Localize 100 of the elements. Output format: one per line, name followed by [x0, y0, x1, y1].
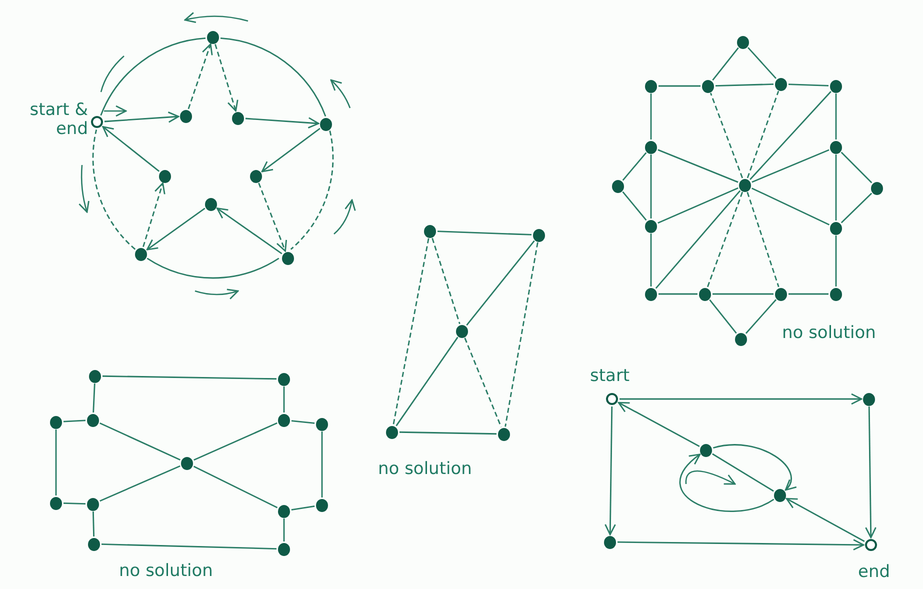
start-end-vertex [865, 539, 877, 551]
edge-line [283, 518, 285, 542]
graph-vertex [250, 170, 262, 182]
arrow [618, 402, 700, 448]
arrow [188, 43, 213, 110]
edge-line [835, 94, 837, 140]
caption-text: no solution [782, 324, 876, 343]
arrow [713, 444, 796, 491]
graph-vertex [830, 222, 842, 234]
graph-vertex [863, 392, 875, 406]
graph-vertex [645, 80, 657, 92]
edge-line [466, 240, 535, 326]
edge-line [100, 465, 180, 502]
edge-line [746, 90, 780, 178]
edge-line [840, 192, 872, 224]
graph-vertex [278, 414, 290, 426]
edge-line [709, 299, 737, 334]
edge-line [840, 152, 872, 184]
graph-vertex [775, 288, 787, 300]
vertex-label: end [858, 563, 892, 582]
graph-vertex [456, 324, 468, 338]
edge-line [283, 386, 285, 412]
vertex-label: start [590, 367, 631, 386]
edge-line [100, 422, 180, 461]
arrow [245, 117, 320, 128]
graph-vertex [282, 252, 294, 264]
edge-line [658, 149, 738, 183]
edge-line [101, 544, 277, 550]
graph-vertex [180, 110, 192, 122]
graph-vertex [50, 496, 62, 510]
edge-line [146, 258, 280, 278]
edge-line [748, 47, 776, 79]
graph-vertex [604, 536, 616, 548]
edge-line [622, 191, 647, 221]
edge-line [220, 38, 326, 117]
edge-line [788, 293, 828, 295]
edge-line [193, 466, 278, 508]
arrow [786, 498, 865, 542]
edge-line [464, 338, 502, 428]
arrow [865, 406, 876, 538]
graph-vertex [699, 288, 711, 300]
edge-line [55, 430, 57, 496]
graph-vertex [205, 198, 217, 210]
edge-line [92, 130, 136, 250]
graph-vertex [830, 140, 842, 154]
graph-vertex [278, 372, 290, 386]
edge-line [750, 91, 832, 180]
edge-line [655, 190, 741, 289]
arrow [604, 406, 616, 536]
caption-text: no solution [119, 562, 213, 581]
edge-line [437, 230, 532, 236]
arrow [620, 393, 862, 405]
graph-vertex [645, 140, 657, 154]
edge-line [432, 238, 460, 324]
edge-line [63, 420, 86, 422]
start-end-vertex [91, 116, 103, 128]
graph-vertex [739, 178, 751, 192]
arrow [214, 44, 238, 112]
edge-line [751, 188, 830, 226]
graph-vertex [87, 498, 99, 510]
graph-vertex [735, 332, 747, 346]
edge-line [712, 47, 739, 81]
edge-line [194, 422, 278, 461]
edge-line [102, 375, 277, 380]
graph-vertex [702, 80, 714, 92]
arrow [104, 112, 180, 123]
vertex-label: start & end [28, 101, 88, 139]
edge-line [835, 154, 837, 220]
edge-line [835, 236, 837, 286]
graph-vertex [830, 288, 842, 300]
arrow [146, 208, 206, 250]
edge-line [396, 336, 458, 426]
graph-vertex [320, 118, 332, 130]
edge-line [291, 420, 315, 424]
edge-line [650, 234, 652, 286]
edge-line [752, 149, 830, 183]
graph-vertex [498, 428, 510, 440]
edge-line [658, 85, 700, 87]
graph-vertex [181, 456, 193, 470]
edge-line [321, 432, 323, 498]
edge-line [658, 187, 738, 224]
graph-vertex [278, 542, 290, 556]
arrow [102, 126, 160, 172]
graph-vertex [278, 504, 290, 518]
graph-vertex [645, 288, 657, 300]
edge-line [399, 431, 497, 435]
graph-vertex [159, 170, 171, 182]
edge-line [650, 94, 652, 140]
graph-vertex [737, 36, 749, 48]
edge-line [706, 192, 744, 288]
graph-vertex [424, 224, 436, 238]
arrow [618, 539, 864, 550]
graph-vertex [386, 426, 398, 438]
edge-line [92, 511, 95, 537]
graph-vertex [50, 416, 62, 428]
arrow [258, 182, 287, 252]
start-end-vertex [606, 393, 618, 405]
graph-vertex [612, 180, 624, 192]
graph-vertex [316, 498, 328, 512]
arrow [216, 208, 282, 254]
